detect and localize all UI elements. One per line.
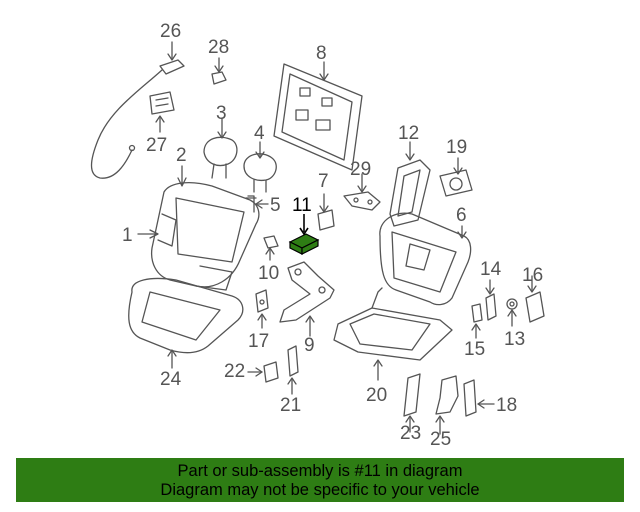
- part-6-seat-back-frame: [379, 212, 472, 306]
- label-14: 14: [480, 259, 502, 280]
- label-15: 15: [464, 339, 486, 360]
- part-17-bracket: [255, 289, 269, 329]
- label-16: 16: [522, 265, 544, 286]
- part-8-back-panel: [273, 61, 363, 171]
- part-18-trim: [463, 379, 495, 417]
- label-23: 23: [400, 423, 422, 444]
- notice-line-1: Part or sub-assembly is #11 in diagram: [177, 462, 463, 480]
- part-7-module: [317, 193, 335, 231]
- part-9-frame: [279, 261, 335, 337]
- label-27: 27: [146, 135, 168, 156]
- label-29: 29: [350, 159, 372, 180]
- label-3: 3: [216, 103, 227, 124]
- label-21: 21: [280, 395, 302, 416]
- part-22-cover: [247, 361, 279, 383]
- label-5: 5: [270, 195, 281, 216]
- part-14-bracket: [485, 279, 497, 321]
- part-29-bracket: [343, 173, 381, 211]
- label-12: 12: [398, 123, 420, 144]
- notice-banner: Part or sub-assembly is #11 in diagram D…: [16, 458, 624, 502]
- part-3-headrest: [203, 117, 238, 179]
- label-7: 7: [318, 171, 329, 192]
- label-13: 13: [504, 329, 526, 350]
- notice-line-2: Diagram may not be specific to your vehi…: [160, 481, 480, 499]
- label-18: 18: [496, 395, 518, 416]
- part-26-harness: [90, 41, 185, 179]
- label-19: 19: [446, 137, 468, 158]
- label-24: 24: [160, 369, 182, 390]
- part-27-bracket: [149, 91, 175, 133]
- label-25: 25: [430, 429, 452, 450]
- label-26: 26: [160, 21, 182, 42]
- part-28-clip: [211, 57, 227, 85]
- parts-diagram: [90, 41, 545, 435]
- label-17: 17: [248, 331, 270, 352]
- part-13-grommet: [506, 298, 518, 327]
- label-1: 1: [122, 225, 133, 246]
- label-28: 28: [208, 37, 230, 58]
- part-16-cover: [525, 275, 545, 323]
- part-19-bracket: [439, 157, 473, 197]
- label-4: 4: [254, 123, 265, 144]
- part-5-guide: [245, 195, 269, 213]
- label-10: 10: [258, 263, 280, 284]
- label-6: 6: [456, 205, 467, 226]
- part-24-seat-cushion: [128, 277, 244, 369]
- label-11[interactable]: 11: [292, 195, 312, 216]
- part-11-highlighted[interactable]: [288, 214, 320, 255]
- label-2: 2: [176, 145, 187, 166]
- part-15-clip: [471, 303, 483, 339]
- part-21-bracket: [287, 345, 299, 395]
- label-22: 22: [224, 361, 246, 382]
- part-2-seat-back: [137, 165, 260, 291]
- part-10-bracket: [263, 235, 279, 261]
- part-12-panel: [389, 141, 431, 227]
- part-25-trim: [435, 375, 459, 435]
- part-23-trim: [403, 373, 421, 433]
- label-20: 20: [366, 385, 388, 406]
- part-20-cushion-frame: [333, 287, 453, 381]
- label-9: 9: [304, 335, 315, 356]
- part-4-headrest: [243, 141, 277, 193]
- label-8: 8: [316, 43, 327, 64]
